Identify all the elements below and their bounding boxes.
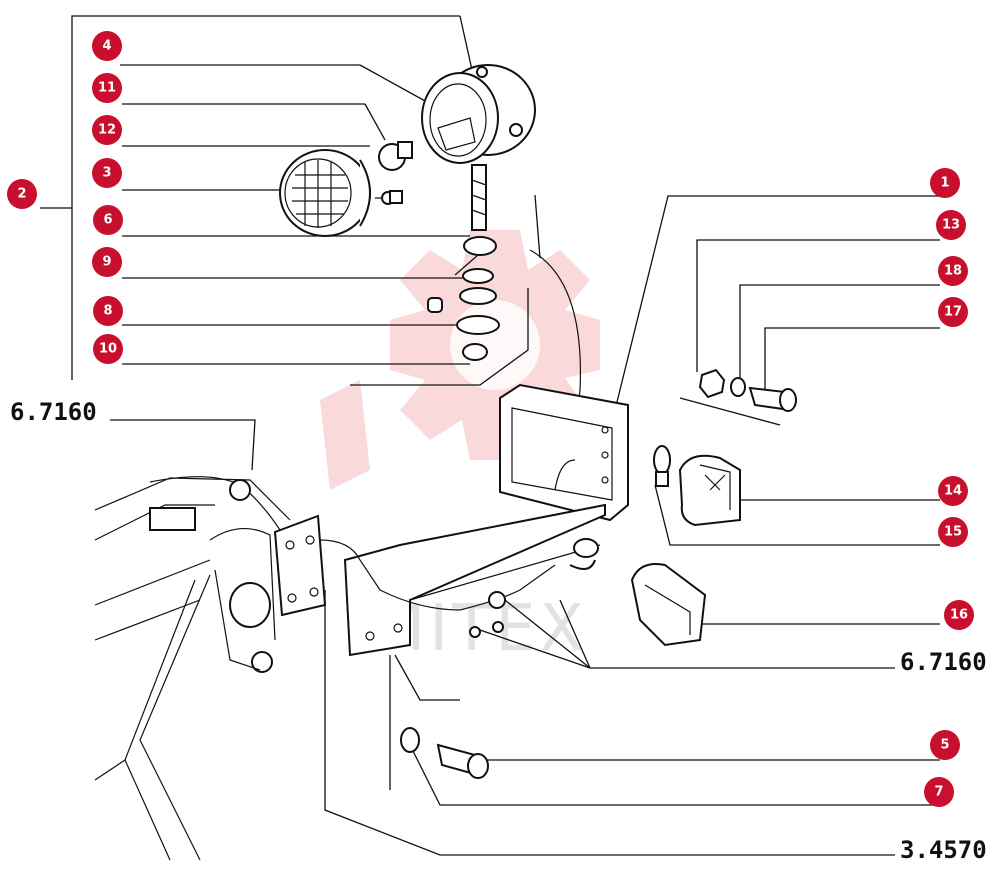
- machine-frame: [94, 476, 291, 861]
- callout-4: 4: [92, 31, 122, 61]
- svg-text:2: 2: [17, 187, 26, 202]
- washer-stack: [427, 236, 500, 361]
- callout-16: 16: [944, 600, 974, 630]
- svg-text:4: 4: [102, 39, 111, 54]
- svg-text:9: 9: [102, 255, 111, 270]
- bracket-bolt: [400, 727, 489, 779]
- callout-5: 5: [930, 730, 960, 760]
- callout-9: 9: [92, 247, 122, 277]
- callout-13: 13: [936, 210, 966, 240]
- svg-text:10: 10: [99, 342, 117, 357]
- callout-8: 8: [93, 296, 123, 326]
- callout-11: 11: [92, 73, 122, 103]
- bulbs: [375, 141, 413, 205]
- callout-1: 1: [930, 168, 960, 198]
- svg-text:11: 11: [98, 81, 116, 96]
- callout-18: 18: [938, 256, 968, 286]
- wiring: [319, 538, 599, 638]
- svg-text:3: 3: [102, 166, 111, 181]
- mounting-bracket: [343, 503, 606, 657]
- callout-6: 6: [93, 205, 123, 235]
- marker-fasteners: [698, 368, 797, 412]
- svg-text:18: 18: [944, 264, 962, 279]
- svg-text:15: 15: [944, 525, 962, 540]
- marker-lamp-cover: [630, 563, 707, 647]
- svg-text:17: 17: [944, 305, 962, 320]
- reference-number: 3.4570: [900, 836, 987, 864]
- callout-14: 14: [938, 476, 968, 506]
- svg-text:7: 7: [934, 785, 943, 800]
- lamp-lens: [279, 149, 371, 237]
- callout-17: 17: [938, 297, 968, 327]
- reference-number: 6.7160: [900, 648, 987, 676]
- marker-lamp: [653, 445, 741, 527]
- svg-text:8: 8: [103, 304, 112, 319]
- callout-7: 7: [924, 777, 954, 807]
- svg-text:14: 14: [944, 484, 962, 499]
- callout-3: 3: [92, 158, 122, 188]
- svg-text:12: 12: [98, 123, 116, 138]
- callout-2: 2: [7, 179, 37, 209]
- leader-lines: [40, 15, 940, 856]
- svg-text:5: 5: [940, 738, 949, 753]
- svg-text:6: 6: [103, 213, 112, 228]
- junction-box: [499, 383, 629, 522]
- svg-text:13: 13: [942, 218, 960, 233]
- callout-15: 15: [938, 517, 968, 547]
- work-lamp-housing: [421, 64, 536, 231]
- svg-text:16: 16: [950, 608, 968, 623]
- svg-text:1: 1: [940, 176, 949, 191]
- mounting-plate: [273, 514, 327, 617]
- reference-number: 6.7160: [10, 398, 97, 426]
- callout-10: 10: [93, 334, 123, 364]
- callout-12: 12: [92, 115, 122, 145]
